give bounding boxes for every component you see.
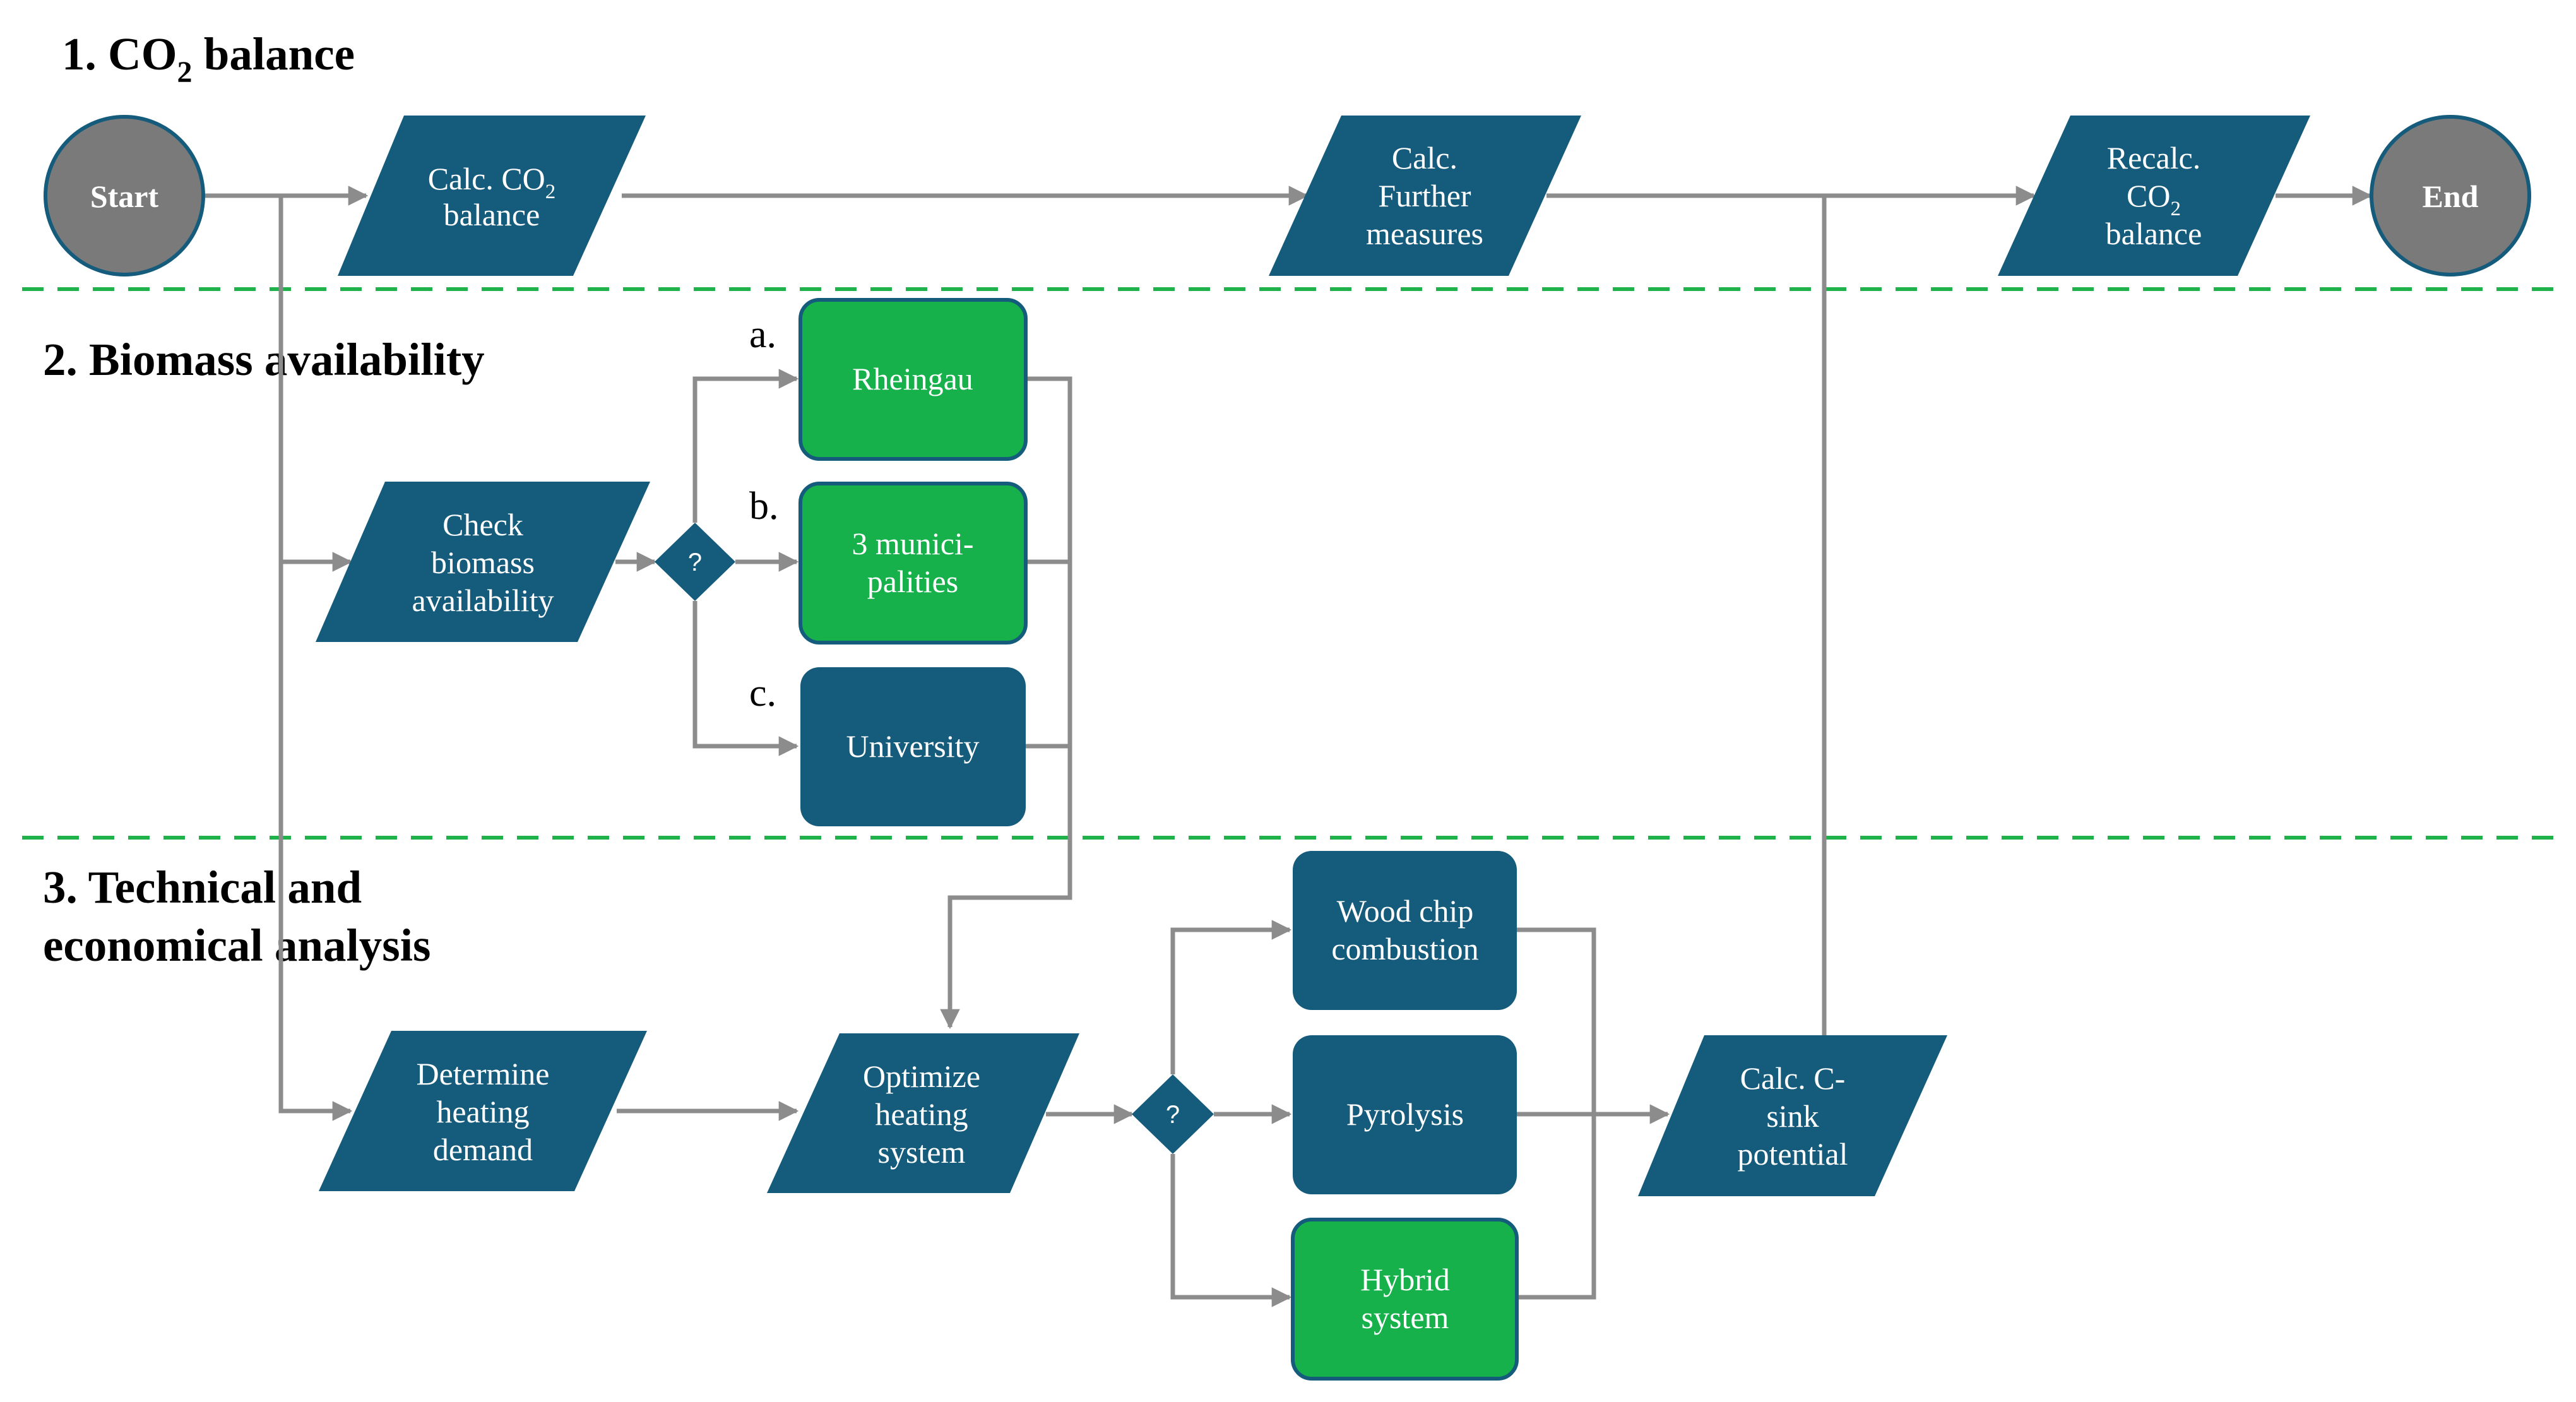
decision-technology: ? <box>1132 1074 1214 1154</box>
svg-text:combustion: combustion <box>1331 931 1478 966</box>
svg-text:End: End <box>2423 179 2479 214</box>
svg-text:Calc. CO2: Calc. CO2 <box>428 161 556 203</box>
svg-text:measures: measures <box>1366 216 1483 251</box>
svg-text:availability: availability <box>412 583 554 618</box>
svg-text:?: ? <box>688 549 702 576</box>
pyrolysis-node: Pyrolysis <box>1293 1035 1517 1194</box>
section-title-co2-balance: 1. CO2 balance <box>62 28 355 89</box>
svg-text:?: ? <box>1166 1101 1180 1129</box>
svg-text:sink: sink <box>1766 1098 1819 1134</box>
svg-text:Wood chip: Wood chip <box>1337 893 1474 929</box>
svg-text:biomass: biomass <box>431 545 535 580</box>
svg-text:University: University <box>846 728 979 764</box>
svg-text:heating: heating <box>436 1094 529 1129</box>
svg-text:Rheingau: Rheingau <box>852 361 973 396</box>
svg-text:Recalc.: Recalc. <box>2107 140 2201 175</box>
wood-chip-combustion-node: Wood chip combustion <box>1293 851 1517 1010</box>
optimize-heating-system-node: Optimize heating system <box>767 1033 1079 1193</box>
svg-text:Further: Further <box>1378 178 1471 213</box>
connectors <box>205 186 2373 1307</box>
svg-text:palities: palities <box>867 564 958 599</box>
svg-text:system: system <box>1362 1300 1449 1335</box>
svg-text:potential: potential <box>1738 1136 1848 1172</box>
svg-text:Determine: Determine <box>416 1056 549 1091</box>
municipalities-node: 3 munici- palities <box>798 482 1028 645</box>
rheingau-node: Rheingau <box>798 298 1028 461</box>
start-node: Start <box>44 115 205 276</box>
option-label-b: b. <box>749 485 779 528</box>
svg-text:Check: Check <box>442 507 523 542</box>
calc-further-measures-node: Calc. Further measures <box>1269 116 1581 276</box>
svg-text:Optimize: Optimize <box>863 1059 980 1094</box>
svg-text:3 munici-: 3 munici- <box>852 526 973 561</box>
svg-text:Calc. C-: Calc. C- <box>1740 1060 1846 1096</box>
recalc-co2-balance-node: Recalc. CO2 balance <box>1998 116 2310 276</box>
hybrid-system-node: Hybrid system <box>1291 1218 1519 1381</box>
svg-text:Pyrolysis: Pyrolysis <box>1346 1096 1464 1132</box>
svg-text:heating: heating <box>875 1096 968 1132</box>
decision-biomass: ? <box>655 523 735 601</box>
section-title-technical: 3. Technical and economical analysis <box>43 862 430 971</box>
svg-text:demand: demand <box>433 1132 533 1167</box>
svg-text:Hybrid: Hybrid <box>1360 1262 1450 1297</box>
calc-c-sink-potential-node: Calc. C- sink potential <box>1638 1035 1947 1196</box>
determine-heating-demand-node: Determine heating demand <box>319 1031 647 1191</box>
option-label-c: c. <box>749 672 776 715</box>
svg-text:Start: Start <box>90 179 159 214</box>
svg-text:balance: balance <box>2106 216 2202 251</box>
university-node: University <box>800 667 1026 826</box>
calc-co2-balance-node: Calc. CO2 balance <box>338 116 646 276</box>
svg-text:balance: balance <box>444 197 540 232</box>
option-label-a: a. <box>749 313 776 356</box>
check-biomass-availability-node: Check biomass availability <box>316 482 650 642</box>
section-title-biomass: 2. Biomass availability <box>43 334 485 385</box>
svg-text:Calc.: Calc. <box>1392 140 1457 175</box>
svg-text:CO2: CO2 <box>2127 178 2181 220</box>
end-node: End <box>2370 115 2531 276</box>
svg-text:system: system <box>878 1134 966 1170</box>
